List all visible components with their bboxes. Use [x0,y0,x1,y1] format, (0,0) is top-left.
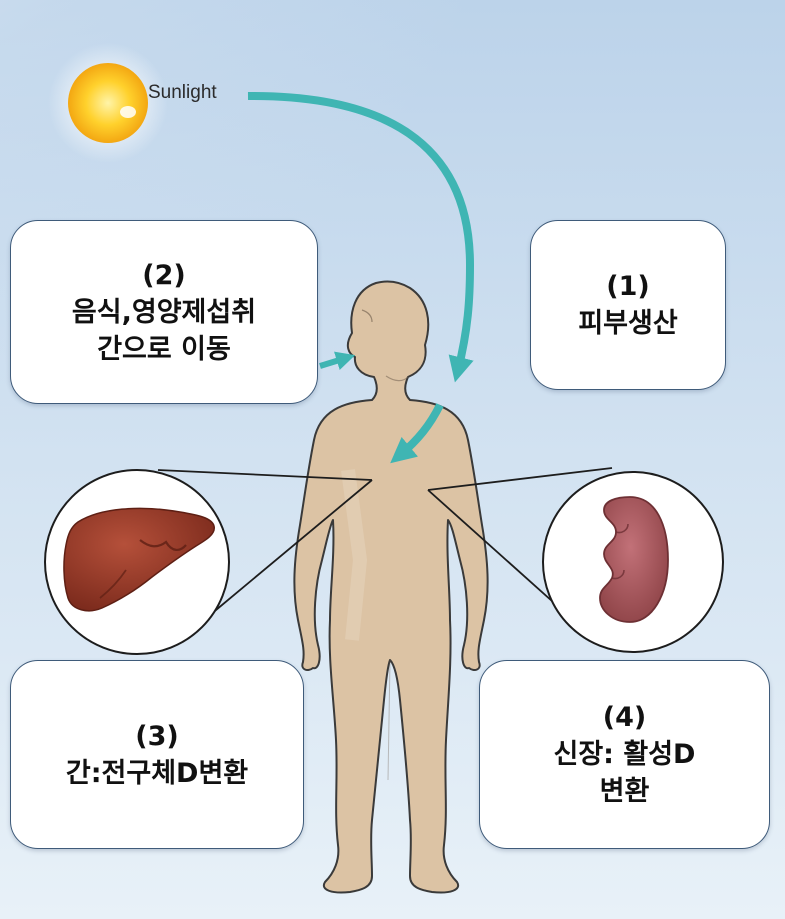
diet-arrow [319,351,356,370]
skin-absorption-arrow [390,403,444,464]
step-1-box: (1) 피부생산 [530,220,726,390]
step-4-text-line-1: 신장: 활성D [553,739,696,770]
sun-icon [68,63,148,143]
step-2-text-line-2: 간으로 이동 [97,333,231,365]
sunlight-label: Sunlight [148,82,217,103]
organ-connector-lines [157,467,613,616]
step-3-box: (3) 간:전구체D변환 [10,660,304,849]
step-2-text-line-1: 음식,영양제섭취 [71,296,257,328]
step-4-text-line-2: 변환 [599,776,650,807]
liver-icon [63,507,215,612]
human-body-figure [293,280,489,894]
step-3-number: (3) [135,720,179,752]
step-4-box: (4) 신장: 활성D 변환 [479,660,770,849]
step-2-box: (2) 음식,영양제섭취 간으로 이동 [10,220,318,404]
step-3-text: 간:전구체D변환 [65,757,249,789]
kidney-magnifier [542,471,724,653]
step-4-number: (4) [602,702,647,733]
liver-magnifier [44,469,230,655]
step-2-number: (2) [142,259,186,291]
kidney-icon [599,496,669,623]
sunlight-arrow [247,91,475,383]
step-1-text: 피부생산 [578,308,678,339]
step-1-number: (1) [606,271,650,302]
sun-highlight [120,106,136,118]
